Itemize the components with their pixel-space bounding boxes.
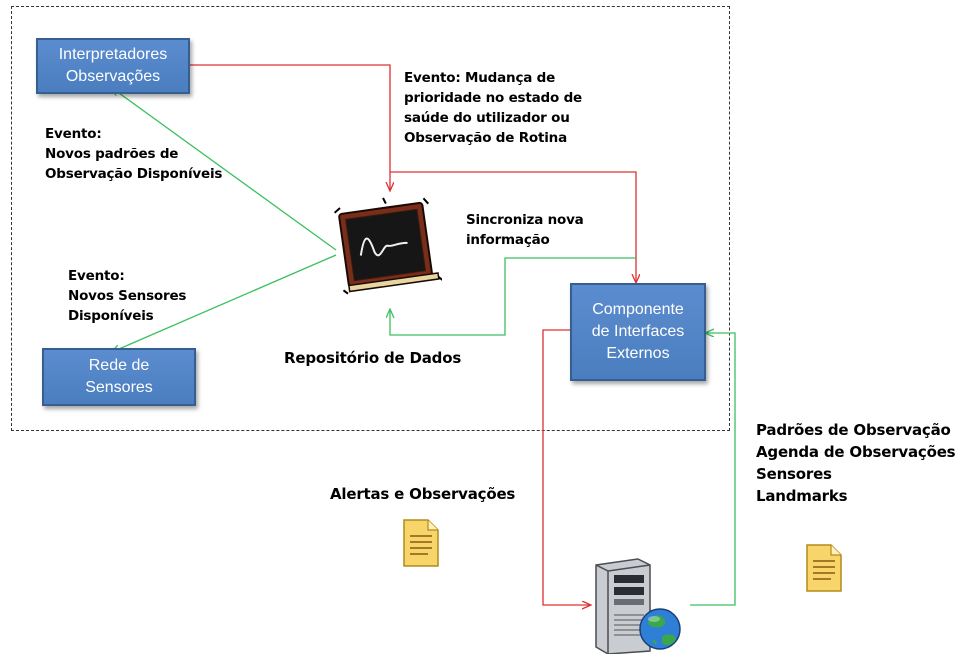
box-label-line: Observações xyxy=(65,68,161,85)
componente-interfaces-externos-box: Componente de Interfaces Externos xyxy=(570,283,706,381)
label-line: Sensores xyxy=(756,465,832,483)
label-line: Observação de Rotina xyxy=(404,130,567,146)
label-line: Evento: xyxy=(68,268,125,284)
label-line: Observação Disponíveis xyxy=(45,166,223,182)
label-line: Agenda de Observações xyxy=(756,443,956,461)
interpretadores-observacoes-box: Interpretadores Observações xyxy=(36,38,190,94)
chalkboard-icon xyxy=(333,197,442,295)
green-connector-sincroniza xyxy=(390,257,636,336)
label-line: Sincroniza nova xyxy=(466,212,584,228)
green-connector-server-componente xyxy=(690,333,736,606)
evento-novos-padroes-label: Evento: Novos padrões de Observação Disp… xyxy=(45,124,222,184)
green-connector-repositorio-rede xyxy=(112,254,337,352)
label-line: prioridade no estado de xyxy=(404,90,582,106)
label-line: Disponíveis xyxy=(68,308,154,324)
alertas-observacoes-label: Alertas e Observações xyxy=(330,485,516,503)
red-connector-interpretadores-repositorio xyxy=(190,64,390,190)
box-label-line: Interpretadores xyxy=(58,46,168,63)
evento-novos-sensores-label: Evento: Novos Sensores Disponíveis xyxy=(68,266,186,326)
system-boundary xyxy=(11,6,730,431)
sincroniza-label: Sincroniza nova informação xyxy=(466,210,584,250)
rede-de-sensores-box: Rede de Sensores xyxy=(42,348,196,406)
label-line: Padrões de Observação xyxy=(756,421,951,439)
green-connector-repositorio-interpretadores xyxy=(112,88,337,251)
red-connector-componente-server xyxy=(542,329,590,605)
box-label-line: Sensores xyxy=(85,379,153,396)
box-label-line: de Interfaces xyxy=(591,323,685,340)
document-icon xyxy=(403,519,439,567)
server-globe-icon xyxy=(595,558,681,654)
box-label-line: Externos xyxy=(606,345,670,362)
evento-mudanca-label: Evento: Mudança de prioridade no estado … xyxy=(404,68,582,148)
label-line: Novos Sensores xyxy=(68,288,187,304)
label-line: Novos padrões de xyxy=(45,146,179,162)
red-connector-repositorio-componente xyxy=(390,171,636,282)
box-label-line: Rede de xyxy=(88,357,150,374)
repositorio-de-dados-label: Repositório de Dados xyxy=(284,349,462,367)
label-line: saúde do utilizador ou xyxy=(404,110,570,126)
right-list-label: Padrões de Observação Agenda de Observaç… xyxy=(756,419,956,507)
label-line: Evento: xyxy=(45,126,102,142)
label-line: Evento: Mudança de xyxy=(404,70,556,86)
label-line: informação xyxy=(466,232,550,248)
box-label-line: Componente xyxy=(592,301,684,318)
document-icon xyxy=(806,544,842,592)
label-line: Landmarks xyxy=(756,487,848,505)
